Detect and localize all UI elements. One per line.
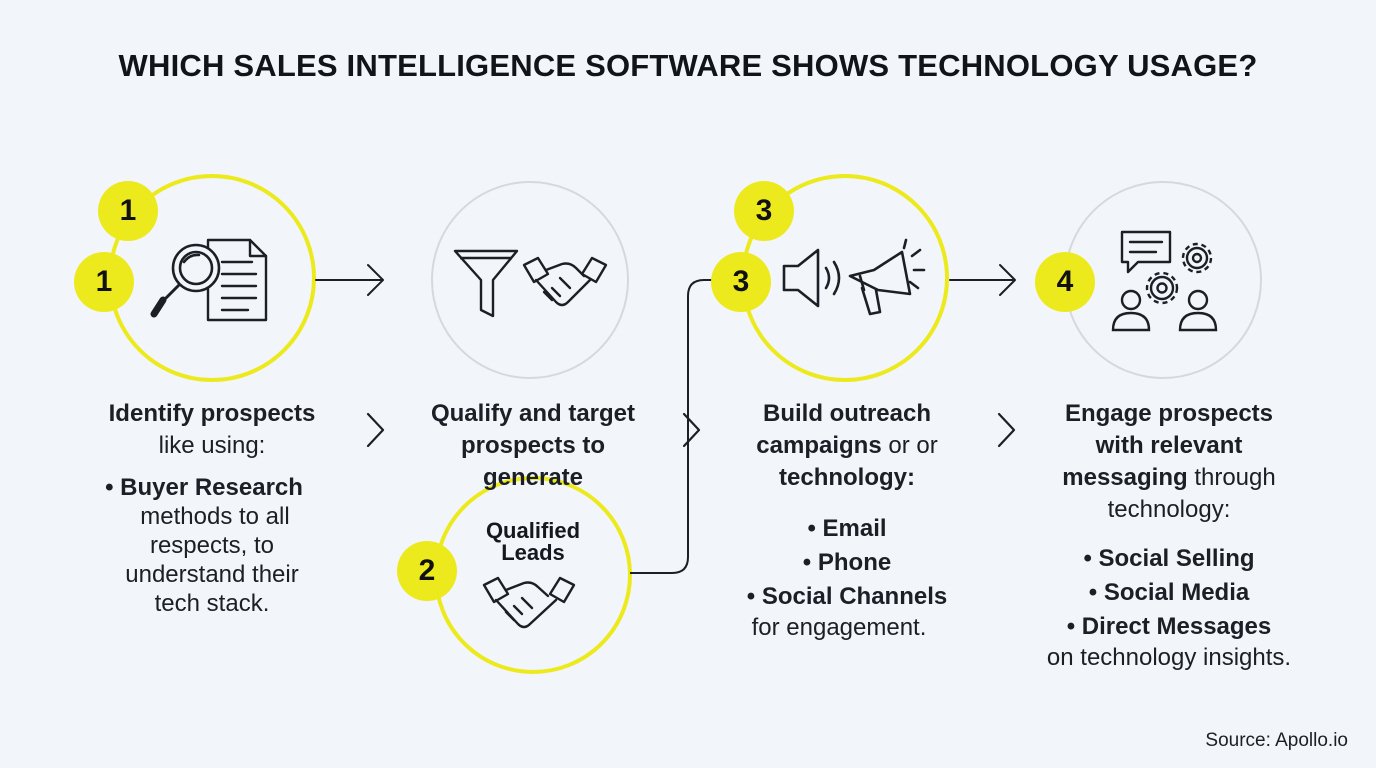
gear-icon bbox=[1145, 271, 1179, 305]
handshake-icon bbox=[522, 256, 608, 307]
people-icon bbox=[1111, 289, 1218, 332]
magnifier-icon bbox=[150, 243, 221, 318]
source-credit: Source: Apollo.io bbox=[1205, 730, 1348, 751]
step4-badge: 4 bbox=[1035, 252, 1095, 312]
document-icon bbox=[206, 238, 268, 322]
step2-circle bbox=[431, 181, 629, 379]
step4-text: Engage prospects with relevant messaging… bbox=[1046, 400, 1292, 671]
step3-badge: 3 bbox=[734, 181, 794, 241]
gear-icon bbox=[1181, 242, 1213, 274]
arrow-right-icon bbox=[949, 264, 1016, 296]
qualified-leads-label: Qualified Leads bbox=[485, 518, 581, 565]
arrow-right-icon bbox=[315, 264, 384, 296]
chevron-right-icon bbox=[366, 412, 1016, 448]
step3-badge: 3 bbox=[711, 252, 771, 312]
step2-badge: 2 bbox=[397, 541, 457, 601]
speaker-icon bbox=[782, 248, 841, 308]
step1-badge: 1 bbox=[74, 252, 134, 312]
megaphone-icon bbox=[848, 238, 926, 316]
funnel-icon bbox=[453, 249, 519, 318]
step1-text: Identify prospects like using: • Buyer R… bbox=[105, 400, 316, 617]
page-title: WHICH SALES INTELLIGENCE SOFTWARE SHOWS … bbox=[118, 48, 1258, 83]
step1-badge: 1 bbox=[98, 181, 158, 241]
chat-bubble-icon bbox=[1120, 230, 1172, 274]
step3-text: Build outreach campaigns or or technolog… bbox=[746, 400, 948, 641]
connector-line bbox=[630, 279, 716, 574]
handshake-icon bbox=[482, 576, 576, 629]
step2-text: Qualify and target prospects to generate bbox=[430, 400, 636, 491]
step2-leads-circle bbox=[434, 476, 632, 674]
